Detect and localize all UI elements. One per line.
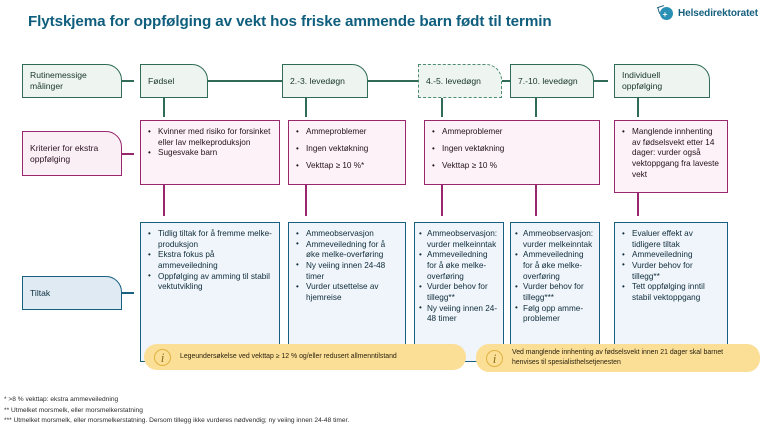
criteria-list: Ammeproblemer Ingen vektøkning Vekttap ≥… <box>429 127 594 172</box>
connector-v <box>305 98 307 117</box>
criteria-list: Ammeproblemer Ingen vektøkning Vekttap ≥… <box>293 127 400 172</box>
list-item: Tidlig tiltak for å fremme melke-produks… <box>145 228 274 250</box>
list-item: Ammeproblemer <box>429 127 594 138</box>
stage-label: Individuell oppfølging <box>622 70 663 91</box>
measures-list: Tidlig tiltak for å fremme melke-produks… <box>145 228 274 293</box>
connector-v <box>535 98 537 117</box>
list-item: Sugesvake barn <box>145 148 274 159</box>
callout-text: Ved manglende innhenting av fødselsvekt … <box>512 349 724 366</box>
connector-v <box>441 98 443 117</box>
list-item: Evaluer effekt av tidligere tiltak <box>619 228 722 250</box>
criteria-box-individuell-oppfolging: Manglende innhenting av fødselsvekt ette… <box>614 120 728 193</box>
callout-text: Legeundersøkelse ved vekttap ≥ 12 % og/e… <box>180 353 397 360</box>
list-item: Ammeveiledning for å øke melke-overførin… <box>419 250 498 282</box>
stage-label: 7.-10. levedøgn <box>518 75 578 86</box>
list-item: Vurder utsettelse av hjemreise <box>293 282 400 303</box>
list-item: Ammeobservasjon: vurder melkeinntak <box>419 228 498 250</box>
callout-henvisning-spesialisthelsetjenesten: i Ved manglende innhenting av fødselsvek… <box>476 344 760 372</box>
connector-v <box>637 98 639 117</box>
footnotes: * >8 % vekttap: ekstra ammeveiledning **… <box>4 395 349 426</box>
connector-v <box>163 185 165 216</box>
connector-h <box>122 153 134 155</box>
stage-box-fodsel: Fødsel <box>140 64 208 98</box>
measures-list: Evaluer effekt av tidligere tiltak Ammev… <box>619 228 722 304</box>
connector-h <box>122 292 134 294</box>
criteria-box-fodsel: Kvinner med risiko for forsinket eller l… <box>140 120 280 185</box>
stage-box-4-5-levedogn: 4.-5. levedøgn <box>418 64 502 98</box>
page-header: Flytskjema for oppfølging av vekt hos fr… <box>0 0 768 36</box>
list-item: Vurder behov for tillegg** <box>419 282 498 303</box>
measures-box-fodsel: Tidlig tiltak for å fremme melke-produks… <box>140 222 280 362</box>
measures-box-2-3-levedogn: Ammeobservasjon Ammeveiledning for å øke… <box>288 222 406 362</box>
page-title: Flytskjema for oppfølging av vekt hos fr… <box>28 13 552 30</box>
list-item: Ammeveiledning for å øke melke-overførin… <box>293 239 400 261</box>
measures-list: Ammeobservasjon Ammeveiledning for å øke… <box>293 229 400 304</box>
list-item: Ammeobservasjon: vurder melkeinntak <box>515 228 594 250</box>
brand-name: Helsedirektoratet <box>678 8 758 19</box>
footnote-2: ** Utmelket morsmelk, eller morsmelkerst… <box>4 406 143 414</box>
measures-box-4-5-levedogn: Ammeobservasjon: vurder melkeinntak Amme… <box>414 222 504 362</box>
list-item: Kvinner med risiko for forsinket eller l… <box>145 126 274 148</box>
connector-h <box>594 80 608 82</box>
row-label-tiltak: Tiltak <box>22 276 122 310</box>
stage-box-2-3-levedogn: 2.-3. levedøgn <box>282 64 368 98</box>
list-item: Ammeproblemer <box>293 127 400 138</box>
stage-label: 4.-5. levedøgn <box>426 75 481 86</box>
footnote-1: * >8 % vekttap: ekstra ammeveiledning <box>4 396 119 404</box>
helsedirektoratet-logo-icon: + <box>657 5 673 21</box>
list-item: Ekstra fokus på ammeveiledning <box>145 250 274 271</box>
connector-v <box>637 193 639 216</box>
criteria-box-4-5-and-7-10-levedogn: Ammeproblemer Ingen vektøkning Vekttap ≥… <box>424 120 600 185</box>
row-label-rutinemessige-malinger: Rutinemessige målinger <box>22 64 122 98</box>
measures-list: Ammeobservasjon: vurder melkeinntak Amme… <box>515 228 594 325</box>
stage-box-7-10-levedogn: 7.-10. levedøgn <box>510 64 594 98</box>
list-item: Ny veiing innen 24-48 timer <box>293 260 400 282</box>
connector-h <box>208 80 282 82</box>
list-item: Ny veiing innen 24-48 timer <box>419 303 498 325</box>
list-item: Ingen vektøkning <box>293 144 400 155</box>
list-item: Ammeveiledning for å øke melke-overførin… <box>515 250 594 282</box>
connector-v <box>441 185 443 216</box>
brand-logo: + Helsedirektoratet <box>657 5 758 21</box>
row-label-kriterier-for-ekstra-oppfolging: Kriterier for ekstra oppfølging <box>22 131 122 176</box>
row-label-text: Tiltak <box>30 287 51 298</box>
list-item: Ammeobservasjon <box>293 229 400 240</box>
criteria-list: Kvinner med risiko for forsinket eller l… <box>145 126 274 159</box>
connector-h <box>502 80 510 82</box>
list-item: Følg opp amme-problemer <box>515 303 594 325</box>
connector-v <box>305 185 307 216</box>
list-item: Tett oppfølging inntil stabil vektoppgan… <box>619 282 722 303</box>
row-label-text: Kriterier for ekstra oppfølging <box>30 142 99 164</box>
list-item: Oppfølging av amming til stabil vektutvi… <box>145 271 274 293</box>
measures-box-individuell-oppfolging: Evaluer effekt av tidligere tiltak Ammev… <box>614 222 728 362</box>
connector-v <box>535 185 537 216</box>
stage-box-individuell-oppfolging: Individuell oppfølging <box>614 64 710 98</box>
connector-v <box>163 98 165 117</box>
list-item: Vurder behov for tillegg** <box>619 260 722 282</box>
list-item: Ammeveiledning <box>619 250 722 261</box>
callout-legeundersokelse: i Legeundersøkelse ved vekttap ≥ 12 % og… <box>144 344 466 370</box>
info-icon: i <box>154 348 171 366</box>
list-item: Manglende innhenting av fødselsvekt ette… <box>619 126 722 180</box>
row-label-text: Rutinemessige målinger <box>30 70 87 91</box>
connector-h <box>122 80 134 82</box>
criteria-box-2-3-levedogn: Ammeproblemer Ingen vektøkning Vekttap ≥… <box>288 120 406 185</box>
connector-h <box>368 80 418 82</box>
criteria-list: Manglende innhenting av fødselsvekt ette… <box>619 126 722 180</box>
measures-box-7-10-levedogn: Ammeobservasjon: vurder melkeinntak Amme… <box>510 222 600 362</box>
stage-label: 2.-3. levedøgn <box>290 75 345 86</box>
list-item: Ingen vektøkning <box>429 144 594 155</box>
stage-label: Fødsel <box>148 75 175 86</box>
measures-list: Ammeobservasjon: vurder melkeinntak Amme… <box>419 228 498 325</box>
info-icon: i <box>486 349 503 367</box>
list-item: Vekttap ≥ 10 %* <box>293 161 400 172</box>
footnote-3: *** Utmelket morsmelk, eller morsmelkers… <box>4 416 350 424</box>
flowchart-canvas: Rutinemessige målinger Fødsel 2.-3. leve… <box>0 36 768 430</box>
list-item: Vurder behov for tillegg*** <box>515 282 594 303</box>
list-item: Vekttap ≥ 10 % <box>429 161 594 172</box>
